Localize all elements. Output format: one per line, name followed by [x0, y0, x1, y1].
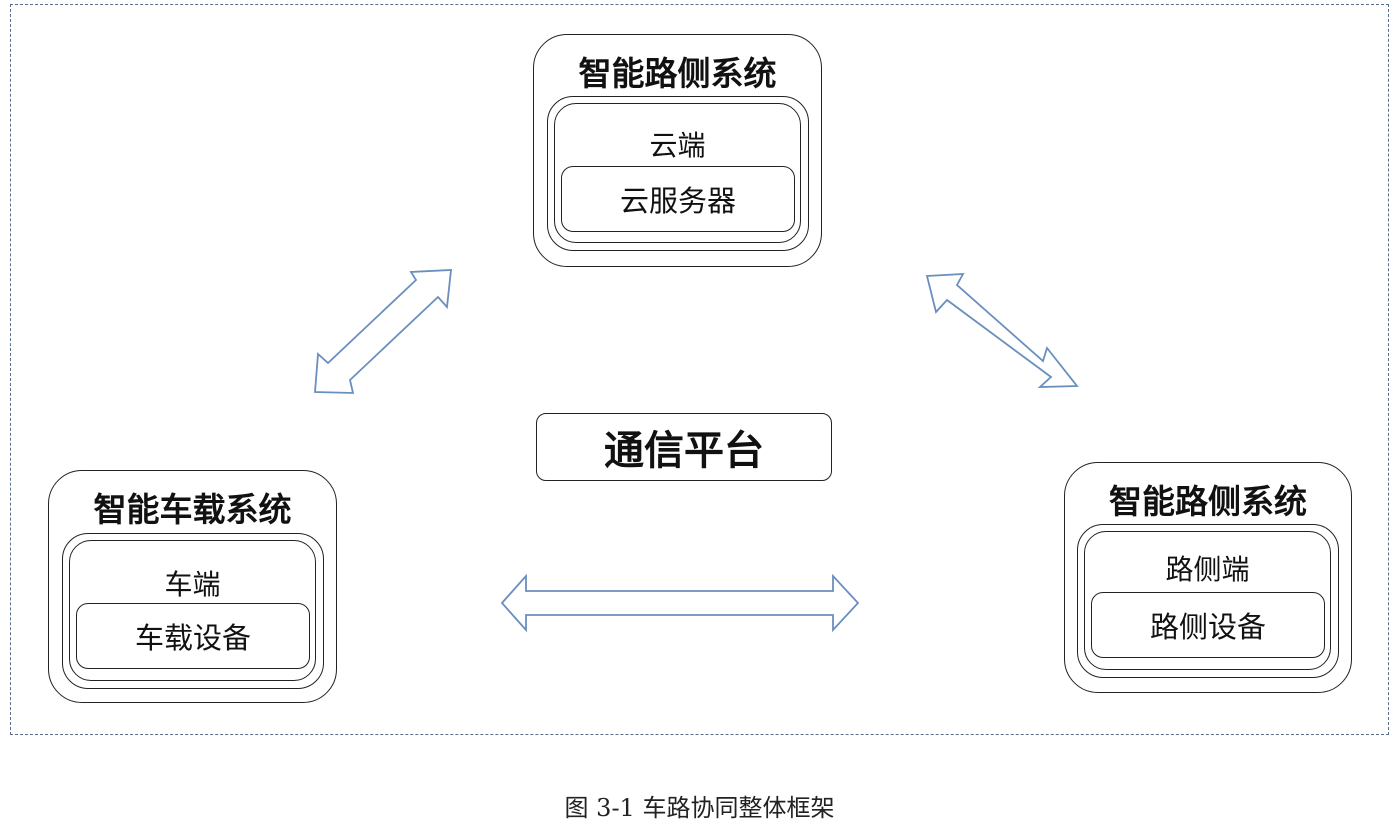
right-layer-label: 路侧端 [1165, 553, 1250, 586]
double-arrow-icon [314, 269, 453, 394]
left-layer-label: 车端 [164, 568, 221, 601]
double-arrow-icon [925, 273, 1079, 388]
top-layer-inner: 云端 云服务器 [554, 103, 801, 243]
right-system-block: 智能路侧系统 路侧端 路侧设备 [1064, 462, 1352, 693]
top-system-title: 智能路侧系统 [578, 54, 777, 93]
left-device-box: 车载设备 [76, 603, 310, 669]
right-device-box: 路侧设备 [1091, 592, 1325, 658]
right-layer-inner: 路侧端 路侧设备 [1084, 531, 1331, 670]
top-layer-label: 云端 [649, 129, 706, 162]
right-system-title: 智能路侧系统 [1109, 482, 1307, 521]
top-layer-outer: 云端 云服务器 [547, 96, 809, 251]
right-layer-outer: 路侧端 路侧设备 [1077, 524, 1339, 678]
double-arrow-icon [500, 573, 860, 633]
left-layer-inner: 车端 车载设备 [69, 540, 316, 681]
top-system-block: 智能路侧系统 云端 云服务器 [533, 34, 822, 267]
left-system-block: 智能车载系统 车端 车载设备 [48, 470, 337, 703]
left-system-title: 智能车载系统 [93, 490, 292, 529]
figure-caption: 图 3-1 车路协同整体框架 [564, 794, 835, 822]
diagram-frame [10, 4, 1389, 735]
left-layer-outer: 车端 车载设备 [62, 533, 324, 689]
communication-platform: 通信平台 [536, 413, 832, 481]
top-device-box: 云服务器 [561, 166, 795, 232]
